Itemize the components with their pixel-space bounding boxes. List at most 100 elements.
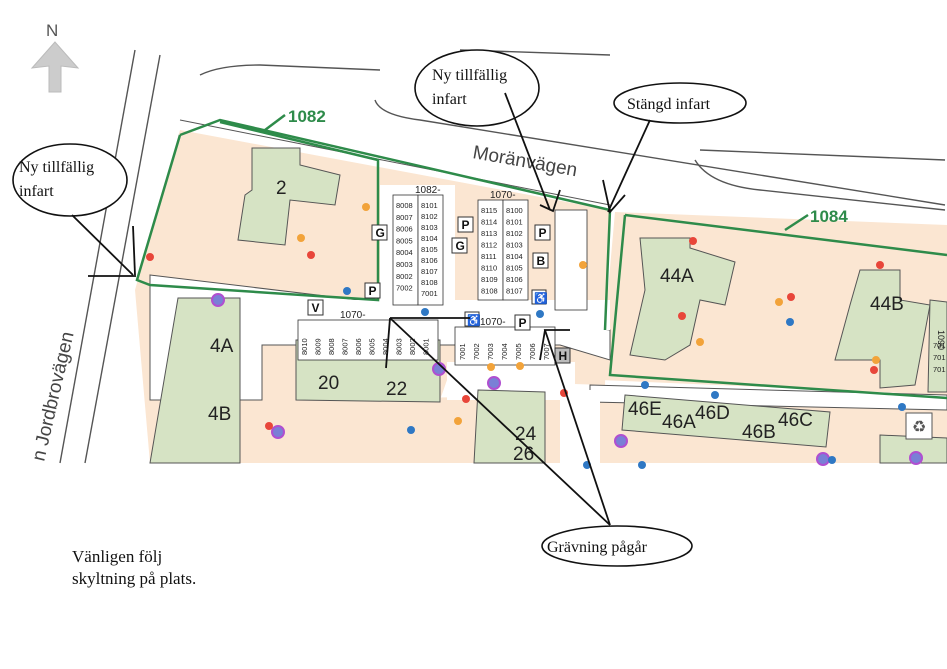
building-44a: [629, 237, 736, 361]
sign-box: [534, 224, 551, 241]
red-marker: [307, 251, 315, 259]
sign-p1: P: [462, 218, 470, 232]
purple-marker: [614, 434, 628, 448]
sign-box: [514, 314, 531, 331]
street-lines: [59, 49, 946, 464]
parking-number: 8008: [327, 338, 336, 355]
label-b46e: 46E: [628, 399, 662, 420]
parking-number: 8007: [396, 213, 413, 222]
parking-number: 8105: [421, 245, 438, 254]
red-marker: [265, 422, 273, 430]
callout-left: [12, 143, 128, 217]
blue-marker: [828, 456, 836, 464]
wheelchair-icon: ♿: [467, 314, 481, 327]
pointer-lines: [71, 92, 651, 526]
parking-label-1070-mid: 1070-: [340, 310, 366, 321]
parking-number: 7004: [500, 343, 509, 360]
parking-number: 8113: [481, 229, 497, 238]
label-b46a: 46A: [662, 412, 696, 433]
north-label: N: [46, 21, 58, 40]
sign-p4: P: [519, 316, 527, 330]
north-arrow-icon: N: [30, 21, 80, 93]
label-b44b: 44B: [870, 294, 904, 315]
instruction-note: Vänligen följ skyltning på plats.: [72, 546, 272, 590]
zone-labels: 1082 1084: [288, 107, 848, 226]
building-2: [237, 147, 341, 246]
parking-number: 8110: [481, 264, 497, 273]
parking-number: 8108: [481, 287, 498, 296]
parking-number: 8107: [506, 287, 523, 296]
sign-p3: P: [369, 284, 377, 298]
parking-number: 8001: [422, 338, 431, 355]
sign-p2: P: [539, 226, 547, 240]
parking-number: 8002: [408, 338, 417, 355]
parking-number: 8006: [354, 338, 363, 355]
parking-label-1090: 1090: [936, 330, 946, 350]
parking-number: 8114: [481, 218, 497, 227]
parking-number: 8103: [421, 223, 438, 232]
parking-number: 8006: [396, 225, 413, 234]
markers: [146, 203, 923, 469]
parking-number: 8005: [396, 236, 413, 245]
red-marker: [870, 366, 878, 374]
callout-top-line2: infart: [432, 91, 467, 108]
red-marker: [876, 261, 884, 269]
parking-number: 8106: [506, 275, 523, 284]
sign-box: [532, 252, 549, 269]
label-b2: 2: [276, 178, 287, 199]
orange-marker: [454, 417, 462, 425]
sign-box: [451, 237, 468, 254]
parking-number: 701: [933, 353, 946, 362]
parking-number: 8007: [341, 338, 350, 355]
parking-label-1070-top: 1070-: [490, 190, 516, 201]
callout-left-line1: Ny tillfällig: [19, 159, 94, 176]
purple-marker: [816, 452, 830, 466]
sign-g1: G: [376, 226, 385, 240]
blue-marker: [343, 287, 351, 295]
callout-digging-text: Grävning pågår: [547, 539, 648, 556]
callout-digging: [541, 525, 693, 567]
parking-number: 8106: [421, 256, 438, 265]
orange-marker: [579, 261, 587, 269]
parking-number: 8101: [506, 218, 523, 227]
label-b4a: 4A: [210, 336, 234, 357]
red-marker: [678, 312, 686, 320]
parking-number: 7003: [486, 343, 495, 360]
parking-number: 7002: [472, 343, 481, 360]
parking-number: 8003: [396, 260, 413, 269]
note-line-1: Vänligen följ: [72, 547, 163, 566]
blue-marker: [898, 403, 906, 411]
building-1090: [927, 299, 947, 393]
parking-number: 8115: [481, 206, 497, 215]
parking-number: 7007: [542, 343, 551, 360]
callout-closed: [613, 82, 747, 124]
parking-number: 8100: [506, 206, 523, 215]
parking-numbers: 8008800780068005800480038002700281018102…: [300, 201, 946, 374]
parking-number: 8104: [506, 252, 523, 261]
orange-marker: [775, 298, 783, 306]
purple-marker: [211, 293, 225, 307]
zone-borders: [135, 114, 947, 400]
parking-number: 8010: [300, 338, 309, 355]
red-marker: [689, 237, 697, 245]
parking-labels: 1082- 1070- 1070- 1070- 1090: [340, 185, 946, 350]
orange-marker: [362, 203, 370, 211]
parking-number: 8108: [421, 278, 438, 287]
accessible-parking-icon: [464, 311, 480, 327]
parking-number: 7005: [514, 343, 523, 360]
sign-box: [307, 299, 324, 316]
parking-number: 8111: [481, 252, 497, 261]
svg-text:♻: ♻: [912, 419, 926, 436]
parking-number: 7002: [396, 284, 413, 293]
parking-number: 8101: [421, 201, 438, 210]
sign-box: [371, 224, 388, 241]
sign-box: [364, 282, 381, 299]
building-44b: [834, 269, 931, 389]
wheelchair-icon: ♿: [534, 292, 548, 305]
orange-marker: [297, 234, 305, 242]
callout-left-line2: infart: [19, 183, 54, 200]
parking-number: 8112: [481, 241, 497, 250]
sign-b: B: [537, 254, 546, 268]
